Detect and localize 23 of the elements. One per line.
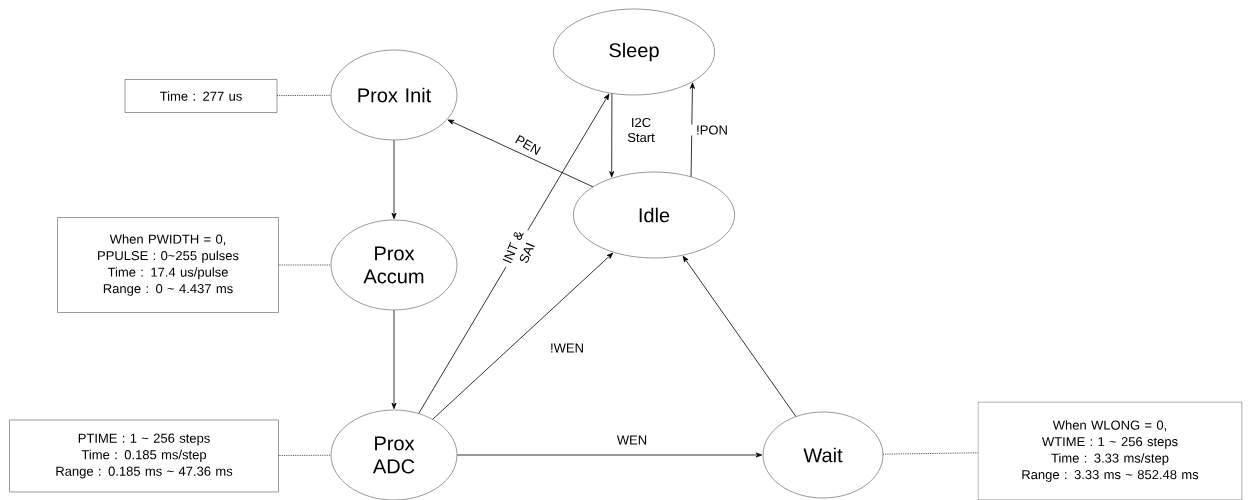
- leader-line: [278, 264, 332, 266]
- arrow: [432, 252, 614, 420]
- arrow: [456, 452, 763, 458]
- leader-line: [276, 94, 332, 96]
- note-box: Time : 277 us: [124, 79, 278, 113]
- note-box: When WLONG = 0, WTIME : 1 ~ 256 steps Time : 3.33 ms/step Range : 3.33 ms ~ 852.48 ms: [977, 401, 1243, 500]
- edge-label: INT & SAI: [499, 225, 541, 275]
- edge-label: !PON: [691, 124, 733, 136]
- edge-label: PEN: [507, 129, 549, 161]
- arrow: [682, 255, 797, 417]
- leader-line: [882, 452, 979, 455]
- edge-label: WEN: [611, 434, 653, 446]
- arrow: [391, 139, 397, 220]
- arrow: [609, 93, 615, 178]
- note-box: When PWIDTH = 0, PPULSE : 0~255 pulses Time : 17.4 us/pulse Range : 0 ~ 4.437 ms: [57, 217, 279, 313]
- arrow: [447, 119, 594, 188]
- edge-label: !WEN: [546, 342, 588, 354]
- arrow: [391, 309, 397, 410]
- arrow: [689, 82, 695, 177]
- edge-label: I2C Start: [620, 116, 662, 144]
- note-box: PTIME : 1 ~ 256 steps Time : 0.185 ms/step Range : 0.185 ms ~ 47.36 ms: [9, 419, 279, 493]
- leader-line: [278, 454, 332, 456]
- arrow: [418, 93, 610, 414]
